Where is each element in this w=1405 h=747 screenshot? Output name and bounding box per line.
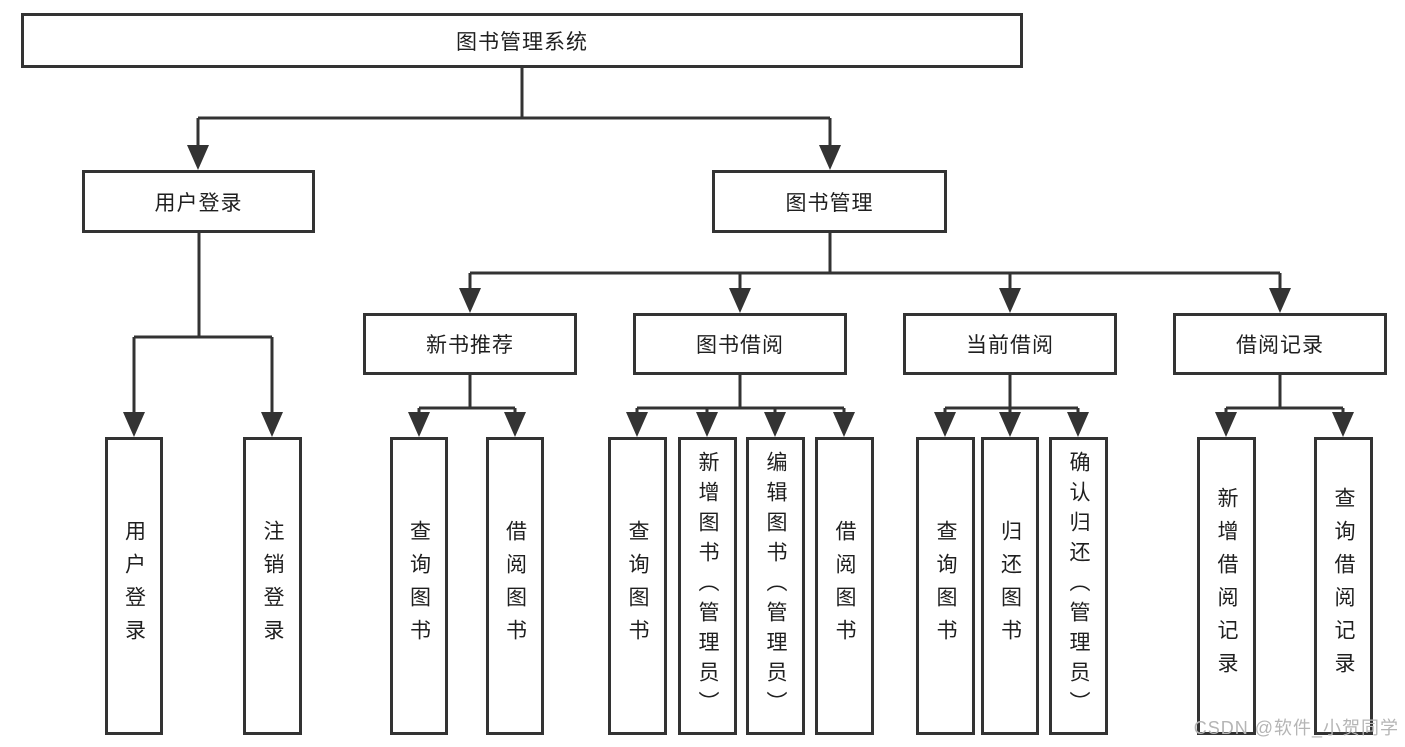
node-user-login: 用户登录 [82,170,315,233]
leaf-return-books: 归还图书 [981,437,1039,735]
node-label: 查询图书 [407,520,431,652]
node-label: 图书借阅 [696,334,784,357]
node-new-book-recommend: 新书推荐 [363,313,577,375]
leaf-user-login: 用户登录 [105,437,163,735]
leaf-edit-books-admin: 编辑图书（管理员） [746,437,805,735]
node-label: 用户登录 [154,191,243,215]
node-label: 当前借阅 [966,334,1054,357]
node-root: 图书管理系统 [21,13,1023,68]
node-label: 新书推荐 [426,334,514,357]
node-label: 借阅图书 [833,520,856,652]
node-label: 新增图书（管理员） [696,451,719,721]
node-book-management: 图书管理 [712,170,947,233]
leaf-borrow-books-2: 借阅图书 [815,437,874,735]
node-borrowing-records: 借阅记录 [1173,313,1387,375]
node-label: 查询借阅记录 [1332,487,1355,685]
leaf-confirm-return-admin: 确认归还（管理员） [1049,437,1108,735]
node-label: 归还图书 [998,520,1022,652]
node-label: 图书管理系统 [456,30,588,54]
node-label: 注销登录 [261,520,284,652]
node-label: 查询图书 [626,520,649,652]
node-label: 新增借阅记录 [1215,487,1238,685]
node-label: 编辑图书（管理员） [764,451,787,721]
node-label: 确认归还（管理员） [1067,451,1090,721]
node-label: 图书管理 [785,191,874,215]
leaf-query-books-3: 查询图书 [916,437,975,735]
leaf-query-books-2: 查询图书 [608,437,667,735]
node-current-borrowing: 当前借阅 [903,313,1117,375]
node-label: 用户登录 [122,520,146,652]
csdn-watermark: CSDN @软件_小贺同学 [1193,718,1399,738]
leaf-logout: 注销登录 [243,437,302,735]
leaf-borrow-books-1: 借阅图书 [486,437,544,735]
node-book-borrowing: 图书借阅 [633,313,847,375]
leaf-add-borrow-record: 新增借阅记录 [1197,437,1256,735]
leaf-query-books-1: 查询图书 [390,437,448,735]
node-label: 借阅记录 [1236,334,1324,357]
node-label: 查询图书 [934,520,957,652]
node-label: 借阅图书 [503,520,527,652]
leaf-add-books-admin: 新增图书（管理员） [678,437,737,735]
leaf-query-borrow-record: 查询借阅记录 [1314,437,1373,735]
arrowheads [123,145,1354,437]
